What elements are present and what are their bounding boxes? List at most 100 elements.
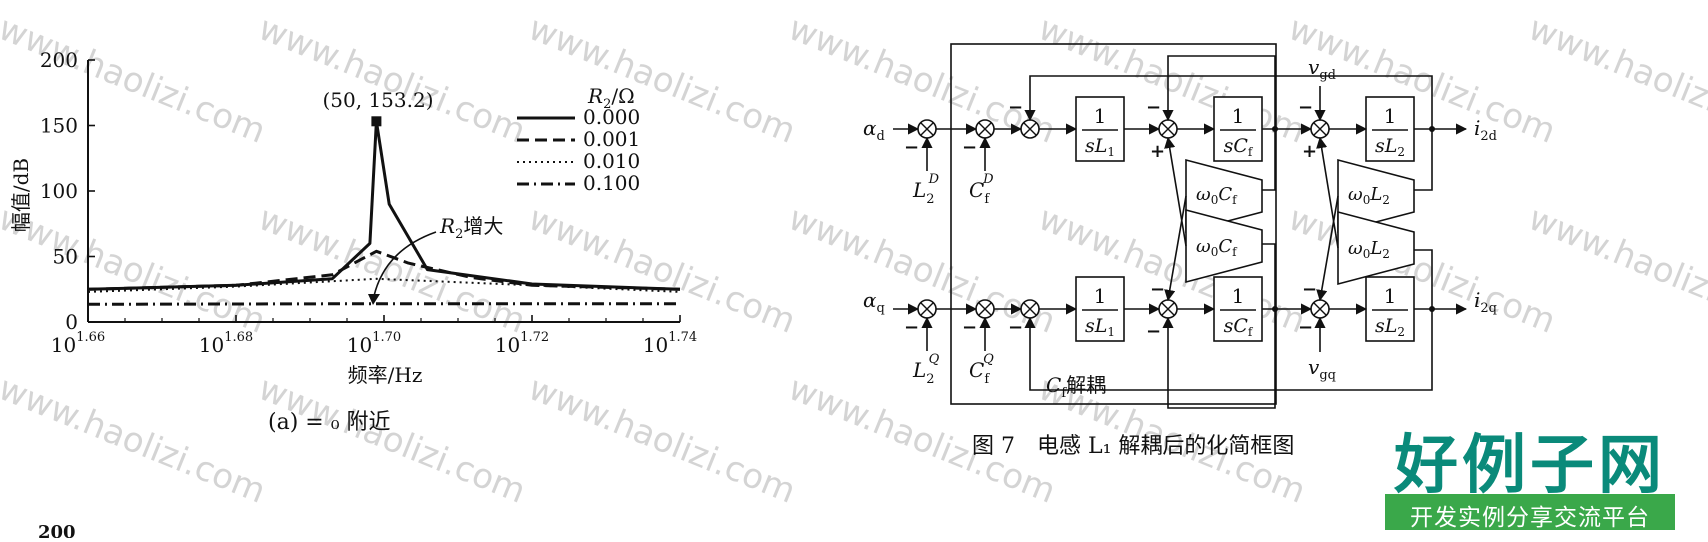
- feedback-wire: [1162, 309, 1276, 409]
- feedback-wire: [1024, 75, 1433, 129]
- cf-decoupling-label: Cf解耦: [1046, 373, 1106, 401]
- x-tick-label: 101.66: [51, 330, 105, 357]
- v-gq-label: vgq: [1308, 355, 1336, 383]
- logo-bar: [1385, 494, 1675, 530]
- feedback-wire: [1024, 309, 1433, 391]
- peak-marker: [371, 116, 382, 127]
- coupling-wire: [1164, 136, 1187, 247]
- transfer-function-block: 1 sCf: [1213, 276, 1263, 342]
- y-tick-label: 0: [65, 310, 78, 334]
- summing-junction: [1020, 119, 1040, 139]
- legend-title: R2/Ω: [587, 84, 635, 112]
- block-diagram: Cf解耦 αd αq i2d i2q L2D CfD L2Q CfQ: [863, 43, 1497, 409]
- legend-label: 0.100: [583, 171, 640, 195]
- peak-label: (50, 153.2): [322, 88, 433, 112]
- coupling-wire: [1316, 195, 1339, 302]
- svg-text:sCf: sCf: [1224, 135, 1254, 159]
- x-tick-label: 101.72: [495, 330, 549, 357]
- summing-junction: [975, 299, 995, 319]
- svg-text:ω0Cf: ω0Cf: [1196, 184, 1238, 207]
- figure-caption: 图 7 电感 L₁ 解耦后的化简框图: [972, 434, 1295, 459]
- sign-label: −: [1008, 317, 1023, 338]
- coupling-wire: [1262, 129, 1276, 191]
- legend-label: 0.010: [583, 149, 640, 173]
- sign-label: −: [1298, 97, 1313, 118]
- svg-text:ω0Cf: ω0Cf: [1196, 236, 1238, 259]
- logo-subtitle: 开发实例分享交流平台: [1410, 505, 1650, 531]
- y-tick-label: 100: [40, 179, 78, 203]
- r2-increase-arrowhead: [368, 294, 380, 305]
- input-alpha-d: αd: [863, 116, 885, 144]
- site-logo: 好例子网 开发实例分享交流平台: [1385, 420, 1675, 532]
- gain-block: ω0L2: [1337, 210, 1415, 286]
- svg-text:sL1: sL1: [1085, 135, 1115, 159]
- coupling-wire: [1262, 243, 1276, 309]
- svg-text:1: 1: [1094, 104, 1107, 128]
- sign-label: −: [1150, 279, 1165, 300]
- sign-label: +: [1302, 141, 1317, 162]
- y-tick-label: 50: [53, 245, 78, 269]
- sign-label: −: [904, 137, 919, 158]
- logo-text: 好例子网: [1394, 429, 1666, 503]
- coupling-wire: [1164, 195, 1187, 302]
- next-figure-fragment: 200: [38, 522, 76, 538]
- input-alpha-q: αq: [863, 288, 885, 316]
- summing-junction: [1158, 299, 1178, 319]
- coupling-wire: [1414, 249, 1433, 309]
- y-tick-label: 200: [40, 48, 78, 72]
- svg-text:1: 1: [1232, 284, 1245, 308]
- summing-junction: [1310, 119, 1330, 139]
- svg-text:sL2: sL2: [1375, 315, 1405, 339]
- r2-increase-label: R2增大: [439, 214, 503, 242]
- summing-junction: [1158, 119, 1178, 139]
- ff-l2-d: L2D: [912, 172, 940, 207]
- series-line-1: [87, 249, 681, 291]
- sign-label: −: [962, 317, 977, 338]
- output-i2q: i2q: [1474, 288, 1497, 316]
- series-line-3: [87, 302, 680, 306]
- svg-text:1: 1: [1232, 104, 1245, 128]
- sign-label: −: [1008, 97, 1023, 118]
- summing-junction: [917, 119, 937, 139]
- gain-block: ω0Cf: [1185, 208, 1263, 284]
- series-line-2: [87, 277, 681, 293]
- ff-cf-q: CfQ: [969, 352, 994, 387]
- left-caption: (a) = ₀ 附近: [268, 410, 391, 435]
- sign-label: −: [1298, 317, 1313, 338]
- r2-increase-arrow: [373, 231, 437, 297]
- summing-junction: [975, 119, 995, 139]
- svg-text:ω0L2: ω0L2: [1348, 184, 1390, 207]
- y-tick-label: 150: [40, 114, 78, 138]
- cf-decoupling-frame: [950, 43, 1277, 405]
- x-tick-label: 101.68: [199, 330, 253, 357]
- sign-label: +: [1150, 141, 1165, 162]
- v-gd-label: vgd: [1308, 55, 1336, 83]
- svg-text:sCf: sCf: [1224, 315, 1254, 339]
- block-diagram-panel: Cf解耦 αd αq i2d i2q L2D CfD L2Q CfQ: [760, 0, 1708, 538]
- sign-label: −: [962, 137, 977, 158]
- sign-label: −: [1146, 321, 1161, 342]
- x-tick-label: 101.74: [643, 330, 697, 357]
- x-axis-title: 频率/Hz: [348, 363, 423, 387]
- ff-cf-d: CfD: [969, 172, 994, 207]
- svg-text:1: 1: [1384, 104, 1397, 128]
- svg-text:sL1: sL1: [1085, 315, 1115, 339]
- summing-junction: [1310, 299, 1330, 319]
- ff-l2-q: L2Q: [912, 352, 940, 387]
- transfer-function-block: 1 sCf: [1213, 96, 1263, 162]
- legend-label: 0.001: [583, 127, 640, 151]
- svg-text:1: 1: [1094, 284, 1107, 308]
- y-axis-title: 幅值/dB: [9, 158, 33, 232]
- svg-text:sL2: sL2: [1375, 135, 1405, 159]
- diagram-elements: 1sL11sCf1sL2−−−−−++1sL11sCf1sL2−−−−−−−ω0…: [893, 55, 1468, 409]
- svg-text:ω0L2: ω0L2: [1348, 238, 1390, 261]
